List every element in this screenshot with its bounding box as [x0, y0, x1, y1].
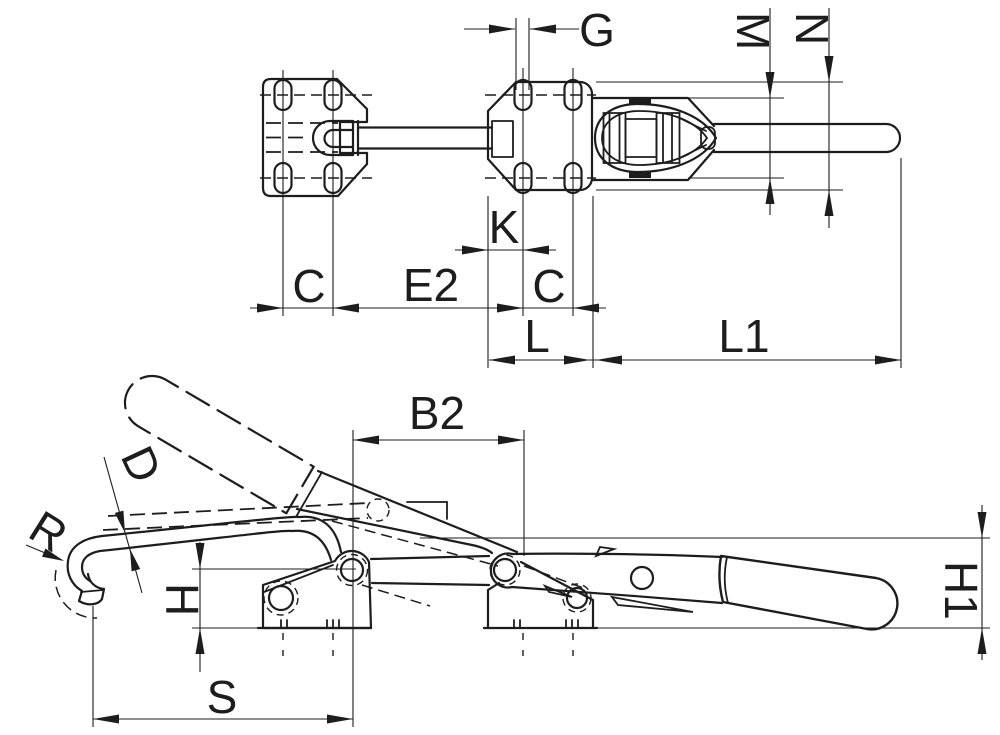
- dim-label-g: G: [579, 4, 615, 56]
- mount-hole: [565, 586, 589, 610]
- mount-hole: [267, 584, 295, 612]
- dim-label-c-right: C: [532, 260, 565, 312]
- mount-slot: [273, 161, 293, 195]
- lever-hole: [629, 565, 655, 591]
- mount-slot: [513, 161, 533, 195]
- spring-detail: [609, 595, 694, 613]
- dim-label-b2: B2: [409, 387, 465, 439]
- mount-slot: [513, 78, 533, 112]
- handle-open-position: [123, 374, 519, 567]
- dim-label-c-left: C: [292, 260, 325, 312]
- mount-slot: [323, 78, 343, 112]
- hook-swing-arc: [54, 569, 98, 619]
- dim-label-s: S: [207, 671, 238, 723]
- mount-slot: [273, 78, 293, 112]
- dim-label-r: R: [21, 500, 77, 562]
- dim-label-m: M: [727, 12, 779, 50]
- rod-pin-open: [366, 498, 390, 522]
- catch-plate: [261, 77, 369, 198]
- locking-tab: [629, 98, 651, 105]
- dim-label-h: H: [156, 583, 208, 616]
- front-bracket: [256, 549, 491, 656]
- pull-rod: [712, 122, 902, 154]
- dim-label-e2: E2: [403, 259, 459, 311]
- handle-grip-closed: [718, 554, 899, 631]
- draw-hook-and-bar: [311, 119, 494, 157]
- side-view: B2 D R H S H1: [21, 374, 990, 727]
- locking-tab: [629, 171, 651, 178]
- rod-pivot-pin: [339, 557, 365, 583]
- mount-slot: [563, 78, 583, 112]
- top-view-dimensions: [250, 24, 901, 365]
- dim-label-d: D: [111, 438, 172, 490]
- handle-pivot-pin: [492, 557, 518, 583]
- top-view: G M N K C E2 C L L1: [250, 4, 902, 368]
- dim-label-h1: H1: [935, 561, 987, 620]
- mount-slot: [323, 161, 343, 195]
- clamp-body: [486, 78, 716, 195]
- mount-slot: [563, 161, 583, 195]
- top-view-centerlines: [260, 94, 596, 179]
- latch-rod: [54, 502, 369, 619]
- dim-label-n: N: [786, 12, 838, 45]
- dim-label-l: L: [524, 310, 550, 362]
- dim-label-k: K: [489, 201, 520, 253]
- turnbuckle-spindle: [593, 98, 718, 178]
- dim-label-l1: L1: [718, 310, 769, 362]
- top-view-extension-lines: [282, 8, 902, 368]
- side-view-dimensions: [25, 435, 987, 724]
- rear-bracket-and-lever: [482, 546, 724, 656]
